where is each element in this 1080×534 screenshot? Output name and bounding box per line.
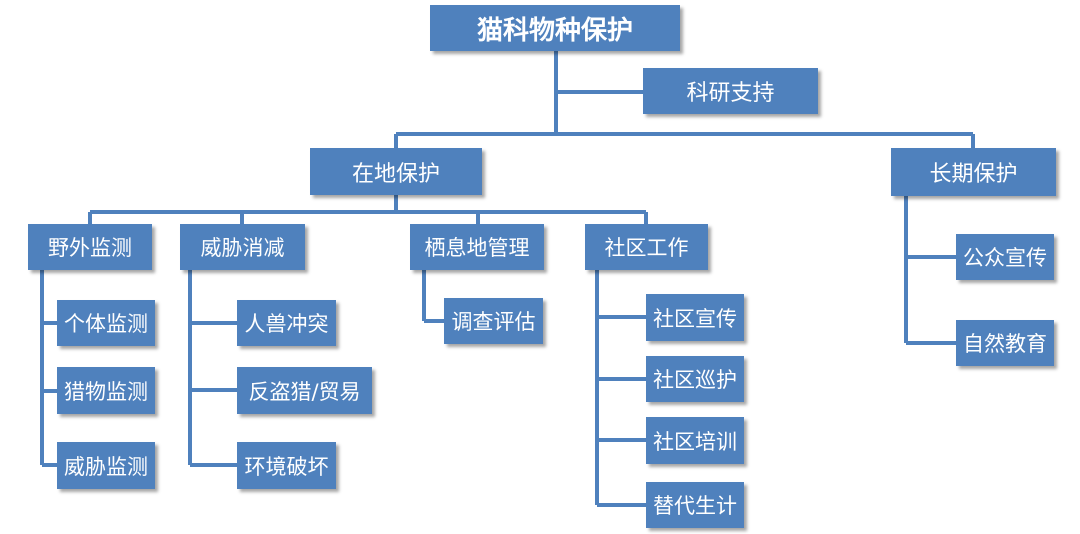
node-leaf-threat-monitoring: 威胁监测 bbox=[57, 442, 155, 489]
node-leaf-public-outreach: 公众宣传 bbox=[956, 234, 1054, 280]
node-in-situ: 在地保护 bbox=[310, 148, 482, 195]
node-root: 猫科物种保护 bbox=[430, 5, 680, 51]
node-leaf-community-patrol: 社区巡护 bbox=[646, 356, 744, 402]
node-leaf-alternative-livelihood: 替代生计 bbox=[646, 482, 744, 528]
node-leaf-nature-education: 自然教育 bbox=[956, 320, 1054, 366]
node-leaf-survey-assessment: 调查评估 bbox=[444, 298, 543, 344]
node-leaf-habitat-destruction: 环境破坏 bbox=[237, 442, 336, 489]
node-leaf-human-wildlife-conflict: 人兽冲突 bbox=[237, 300, 336, 346]
node-leaf-anti-poaching-trade: 反盗猎/贸易 bbox=[237, 367, 372, 414]
node-branch-threat-reduction: 威胁消减 bbox=[180, 224, 305, 270]
node-research-support: 科研支持 bbox=[643, 68, 818, 114]
node-leaf-prey-monitoring: 猎物监测 bbox=[57, 367, 155, 414]
node-leaf-community-training: 社区培训 bbox=[646, 417, 744, 464]
node-long-term: 长期保护 bbox=[891, 148, 1056, 196]
node-branch-field-monitoring: 野外监测 bbox=[28, 224, 152, 270]
node-leaf-community-outreach: 社区宣传 bbox=[646, 294, 744, 341]
node-branch-community-work: 社区工作 bbox=[585, 224, 708, 270]
node-leaf-individual-monitoring: 个体监测 bbox=[57, 300, 155, 346]
node-branch-habitat-management: 栖息地管理 bbox=[410, 224, 544, 270]
